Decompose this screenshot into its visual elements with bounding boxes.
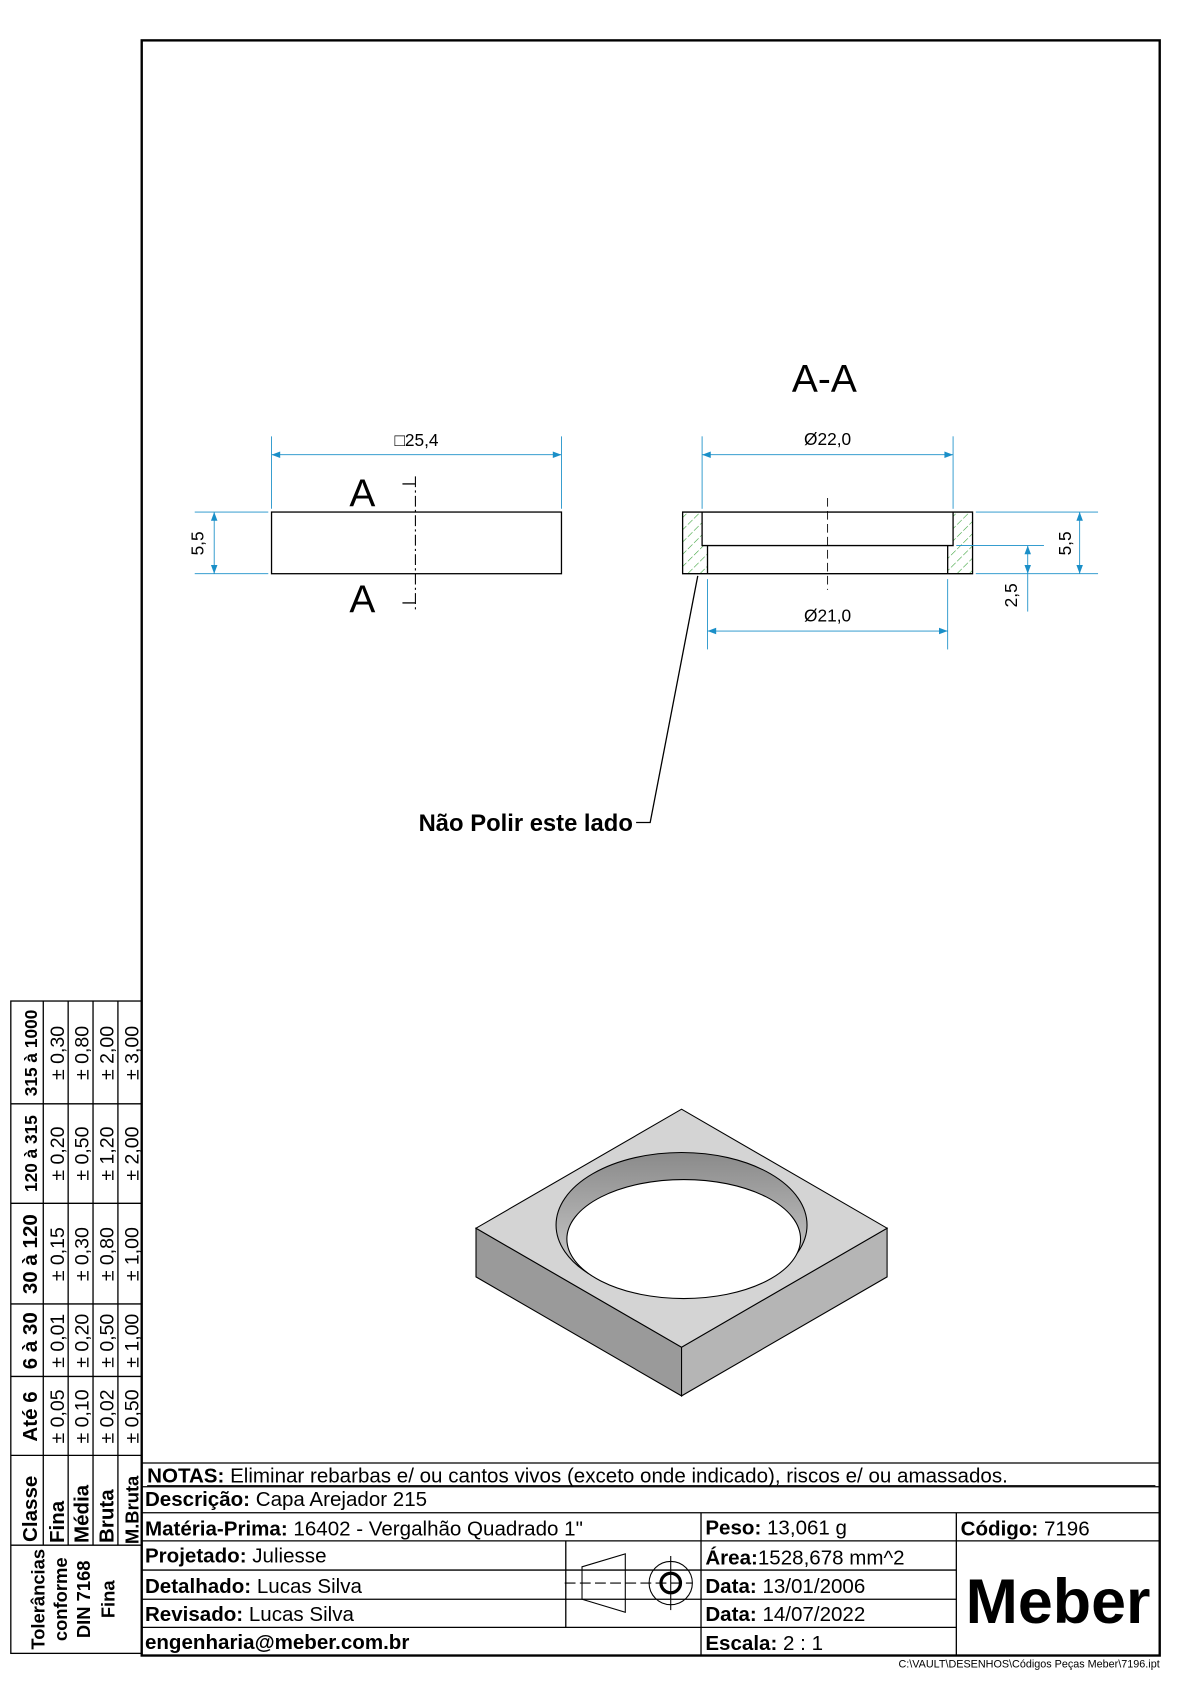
tol-value: ± 1,00: [121, 1314, 143, 1368]
dim-square: □25,4: [394, 430, 438, 450]
tolerance-title-1: Tolerâncias: [27, 1549, 48, 1650]
created-date: Data: 13/01/2006: [705, 1575, 865, 1598]
tolerance-table: Tolerâncias conforme DIN 7168 Fina Class…: [10, 1000, 143, 1655]
tol-value: ± 0,20: [72, 1314, 94, 1368]
detailed-by: Detalhado: Lucas Silva: [145, 1575, 363, 1598]
tol-value: ± 0,10: [72, 1389, 94, 1443]
title-block: NOTAS: Eliminar rebarbas e/ ou cantos vi…: [141, 1462, 1160, 1670]
tol-value: ± 0,05: [47, 1389, 69, 1443]
header-classe: Classe: [19, 1476, 42, 1542]
drawing-frame: [140, 39, 1161, 1657]
reviewed-by: Revisado: Lucas Silva: [145, 1603, 355, 1626]
raw-material: Matéria-Prima: 16402 - Vergalhão Quadrad…: [145, 1517, 583, 1540]
classe-fina: Fina: [46, 1500, 69, 1543]
header-6-30: 6 à 30: [19, 1312, 42, 1369]
tol-value: ± 0,01: [47, 1314, 69, 1368]
projection-symbol-icon: [564, 1553, 693, 1613]
header-30-120: 30 à 120: [19, 1214, 42, 1294]
front-view-outline: [270, 511, 563, 575]
tolerance-title-4: Fina: [98, 1580, 119, 1619]
classe-media: Média: [71, 1484, 94, 1543]
file-path: C:\VAULT\DESENHOS\Códigos Peças Meber\71…: [898, 1658, 1159, 1670]
note-callout: Não Polir este lado: [419, 810, 633, 837]
tol-value: ± 3,00: [121, 1026, 143, 1080]
tol-value: ± 0,80: [97, 1227, 119, 1281]
part-code: Código: 7196: [961, 1517, 1090, 1540]
dim-height-right: 5,5: [1055, 531, 1075, 555]
dim-step: 2,5: [1001, 583, 1021, 607]
cut-label-bottom: A: [349, 579, 375, 622]
section-view-aa: A-A Ø22,0 Ø21,0 5,5 2,5 Não Polir este l…: [419, 358, 1099, 837]
front-view: A A □25,4 5,5: [187, 430, 563, 622]
designed-by: Projetado: Juliesse: [145, 1544, 327, 1567]
classe-bruta: Bruta: [96, 1489, 119, 1543]
section-label: A-A: [792, 358, 857, 401]
header-315-1000: 315 à 1000: [21, 1010, 41, 1097]
scale: Escala: 2 : 1: [705, 1632, 823, 1655]
cut-label-top: A: [349, 473, 375, 516]
tol-value: ± 1,00: [121, 1227, 143, 1281]
isometric-view: [474, 1108, 889, 1397]
tol-value: ± 0,50: [72, 1126, 94, 1180]
tol-value: ± 2,00: [121, 1126, 143, 1180]
notes: NOTAS: Eliminar rebarbas e/ ou cantos vi…: [147, 1464, 1008, 1487]
tol-value: ± 0,50: [97, 1314, 119, 1368]
tol-value: ± 0,30: [72, 1227, 94, 1281]
dim-height-left: 5,5: [187, 531, 207, 555]
area: Área:1528,678 mm^2: [705, 1547, 904, 1570]
tol-value: ± 0,15: [47, 1227, 69, 1281]
tol-value: ± 1,20: [97, 1126, 119, 1180]
email: engenharia@meber.com.br: [145, 1631, 409, 1654]
dim-outer-diameter: Ø22,0: [804, 429, 851, 449]
tolerance-title-3: DIN 7168: [73, 1560, 94, 1638]
header-120-315: 120 à 315: [21, 1115, 41, 1192]
meber-logo: Meber: [966, 1567, 1151, 1637]
revised-date: Data: 14/07/2022: [705, 1603, 865, 1626]
tol-value: ± 0,20: [47, 1126, 69, 1180]
tol-value: ± 2,00: [97, 1026, 119, 1080]
description: Descrição: Capa Arejador 215: [145, 1488, 427, 1511]
dim-inner-diameter: Ø21,0: [804, 605, 851, 625]
tol-value: ± 0,80: [72, 1026, 94, 1080]
tol-value: ± 0,02: [97, 1389, 119, 1443]
tol-value: ± 0,30: [47, 1026, 69, 1080]
header-ate-6: Até 6: [19, 1391, 42, 1441]
weight: Peso: 13,061 g: [705, 1516, 847, 1539]
tolerance-title-2: conforme: [50, 1557, 71, 1641]
classe-mbruta: M.Bruta: [121, 1475, 142, 1544]
tol-value: ± 0,50: [121, 1389, 143, 1443]
